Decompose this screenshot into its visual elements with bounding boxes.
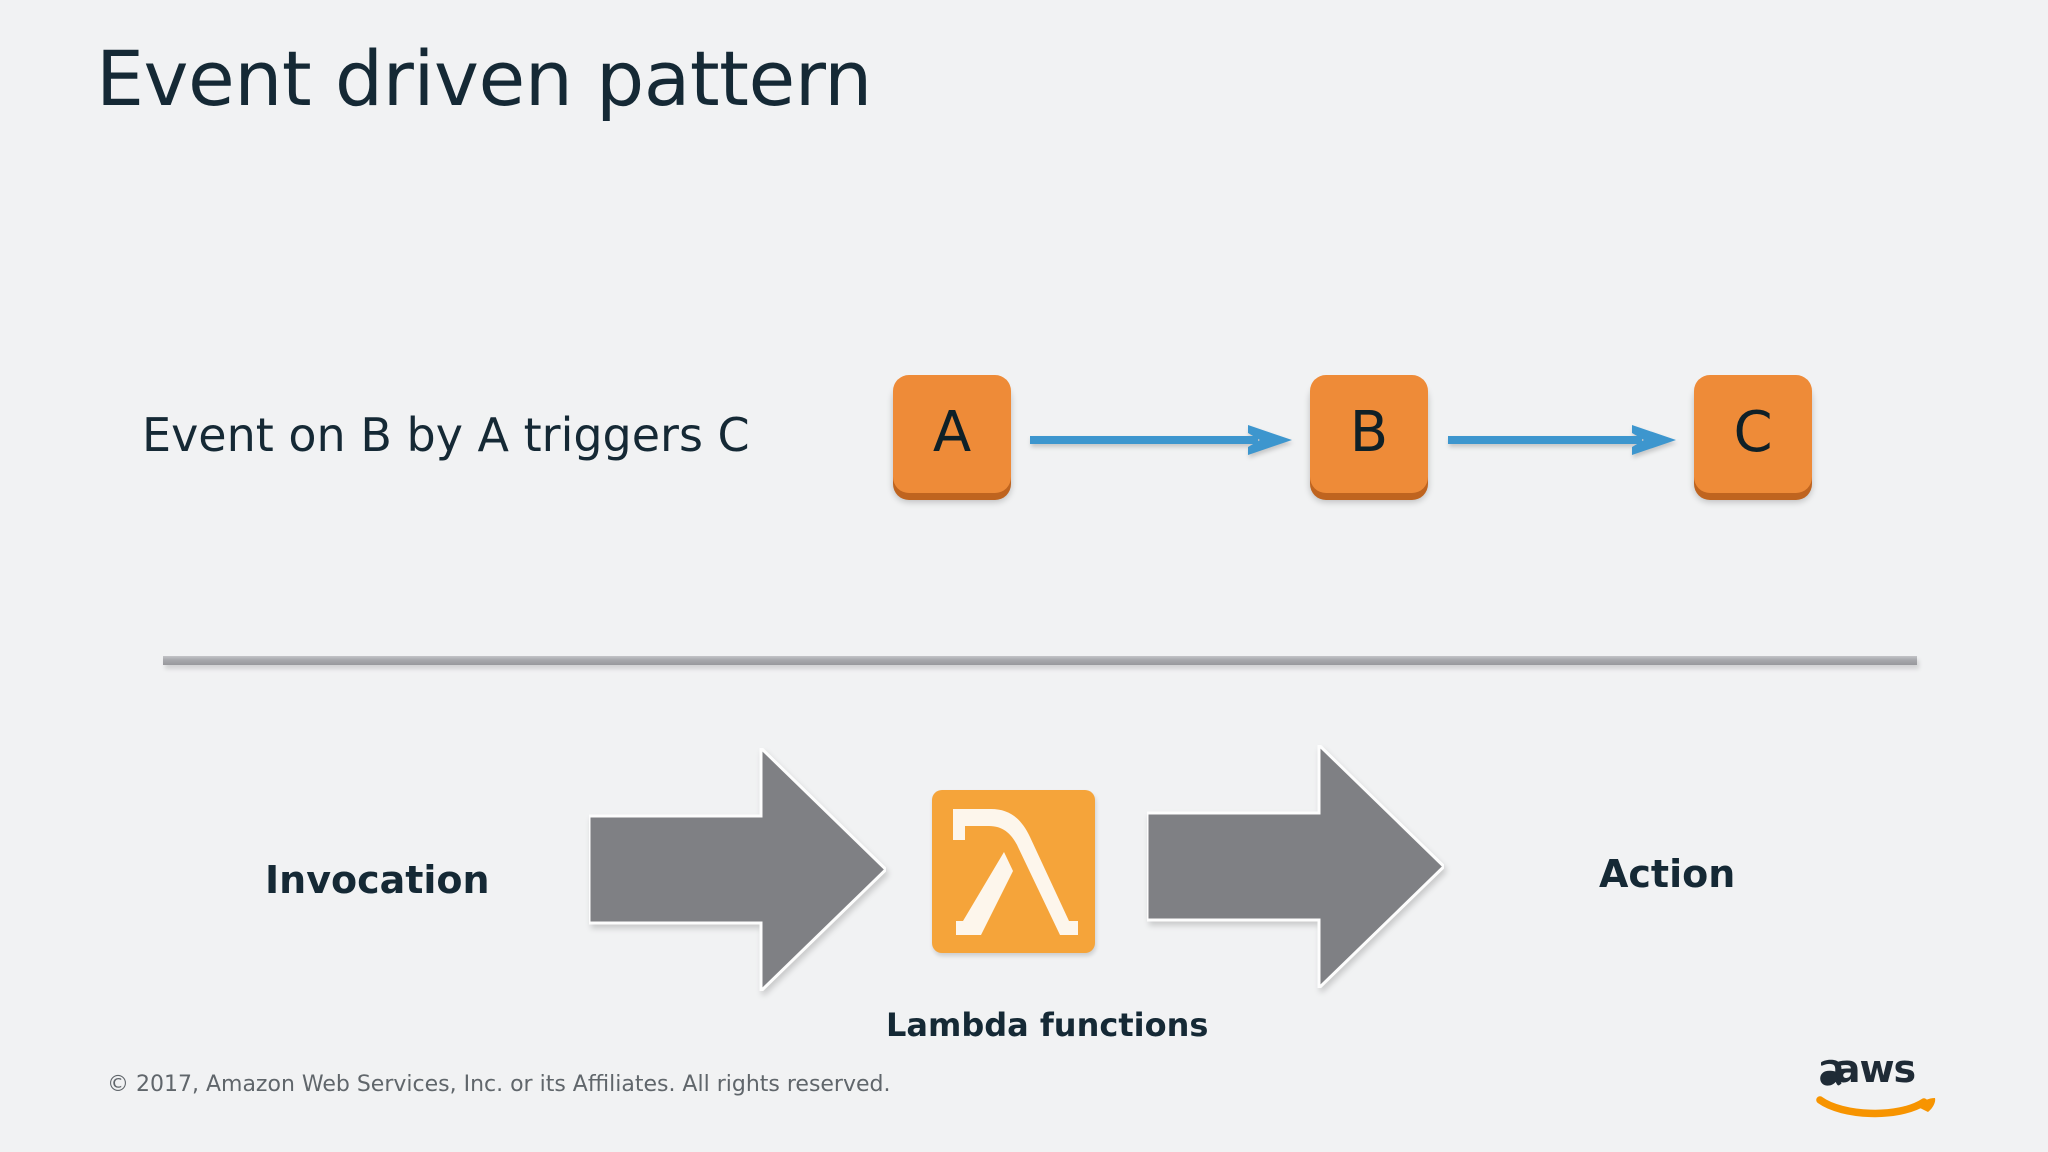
invocation-label: Invocation	[265, 858, 490, 902]
action-label: Action	[1599, 852, 1736, 896]
arrow-right-icon	[1030, 425, 1292, 455]
page-title: Event driven pattern	[96, 34, 872, 123]
event-node-b[interactable]: B	[1310, 375, 1428, 493]
section-divider	[163, 656, 1917, 665]
block-arrow-right-icon	[589, 748, 886, 991]
invocation-arrow	[589, 748, 886, 991]
lambda-caption: Lambda functions	[886, 1006, 1209, 1044]
copyright-notice: © 2017, Amazon Web Services, Inc. or its…	[107, 1072, 891, 1097]
event-node-a-label: A	[932, 400, 972, 465]
event-node-c-label: C	[1733, 400, 1773, 465]
action-arrow	[1147, 745, 1444, 988]
arrow-right-icon	[1448, 425, 1676, 455]
event-flow-caption: Event on B by A triggers C	[142, 408, 750, 462]
event-connector-a-to-b	[1030, 417, 1292, 463]
block-arrow-right-icon	[1147, 745, 1444, 988]
event-node-c[interactable]: C	[1694, 375, 1812, 493]
event-node-a[interactable]: A	[893, 375, 1011, 493]
event-connector-b-to-c	[1448, 417, 1676, 463]
event-node-b-label: B	[1349, 400, 1389, 465]
lambda-glyph-icon	[953, 809, 1078, 935]
lambda-service-icon[interactable]	[932, 790, 1095, 953]
aws-logo: aws	[1812, 1048, 1940, 1120]
svg-text:aws: aws	[1835, 1048, 1915, 1091]
aws-logo-icon: aws	[1816, 1048, 1936, 1118]
